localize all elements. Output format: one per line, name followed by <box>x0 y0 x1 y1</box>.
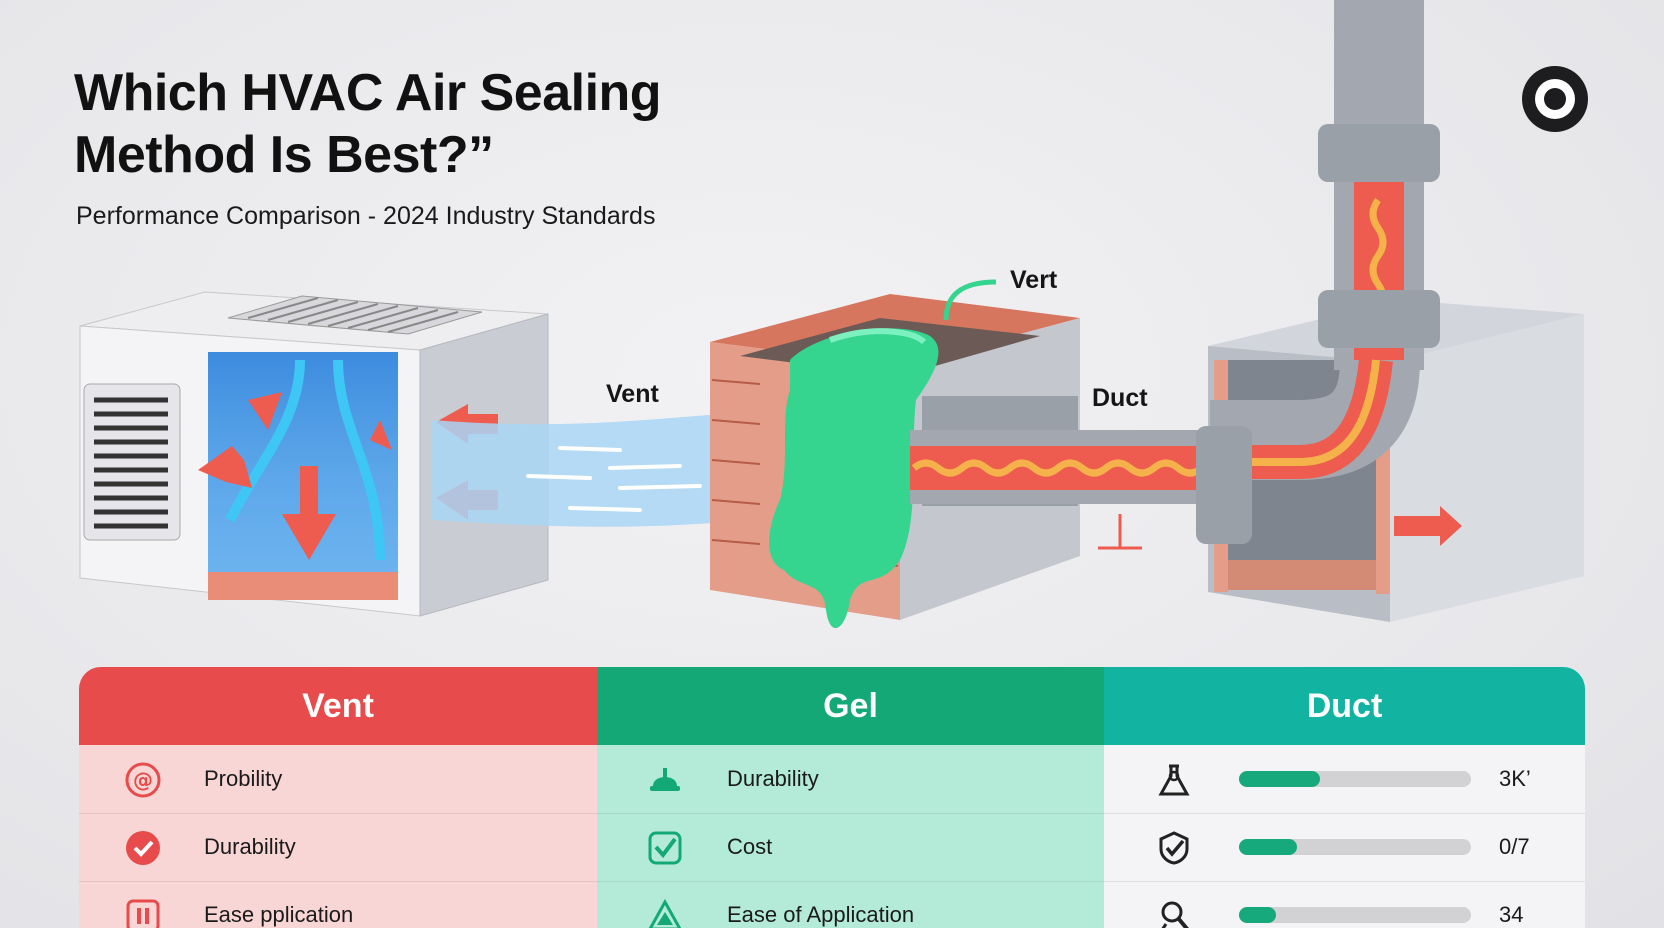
triangle-warning-icon <box>648 898 682 928</box>
vent-top-label: Vert <box>1010 266 1058 294</box>
duct-bar-fill <box>1239 907 1277 923</box>
hard-hat-icon <box>650 768 680 791</box>
hvac-illustration <box>79 0 1584 629</box>
row-label: Durability <box>204 834 296 859</box>
duct-bar-track <box>1239 771 1471 787</box>
row-value: 3K’ <box>1499 766 1531 791</box>
duct-bar-track <box>1239 907 1471 923</box>
comparison-table: Vent Gel Duct @ Probility Durability Eas… <box>79 667 1585 928</box>
header-duct: Duct <box>1104 667 1585 745</box>
row-label: Ease of Application <box>727 902 915 927</box>
vent-left-label: Vent <box>606 380 659 408</box>
table-row: 3K’ <box>1104 745 1585 814</box>
duct-bar-fill <box>1239 839 1297 855</box>
airflow-band <box>432 412 748 527</box>
check-circle-icon <box>126 831 160 865</box>
check-shield-icon <box>648 831 682 865</box>
svg-text:@: @ <box>133 768 153 792</box>
row-label: Probility <box>204 766 283 791</box>
table-row: 34 <box>1104 881 1585 928</box>
target-logo-icon <box>1522 66 1588 132</box>
table-row: Ease of Application <box>597 881 1104 928</box>
duct-bar-fill <box>1239 771 1321 787</box>
duct-elbow-box <box>1196 0 1584 622</box>
table-row: Durability <box>79 813 597 882</box>
air-handler-unit <box>79 291 549 617</box>
duct-bar-track <box>1239 839 1471 855</box>
row-label: Durability <box>727 766 819 791</box>
gel-column: Durability Cost Ease of Application <box>597 745 1104 928</box>
vent-column: @ Probility Durability Ease pplication <box>79 745 597 928</box>
at-sign-icon: @ <box>125 762 161 798</box>
duct-column: 3K’ 0/7 34 <box>1104 745 1585 928</box>
page-subtitle: Performance Comparison - 2024 Industry S… <box>76 202 656 230</box>
title-line-2: Method Is Best?” <box>74 126 494 184</box>
table-row: Cost <box>597 813 1104 882</box>
header-gel: Gel <box>597 667 1104 745</box>
row-label: Cost <box>727 834 773 859</box>
flask-icon <box>1158 764 1190 796</box>
row-value: 0/7 <box>1499 834 1530 859</box>
header-vent: Vent <box>79 667 597 745</box>
table-row: 0/7 <box>1104 813 1585 882</box>
table-row: Ease pplication <box>79 881 597 928</box>
table-row: Durability <box>597 745 1104 814</box>
table-row: @ Probility <box>79 745 597 814</box>
wrench-icon <box>1161 901 1189 928</box>
duct-label: Duct <box>1092 384 1148 412</box>
page-title: Which HVAC Air Sealing Method Is Best?” <box>74 62 662 186</box>
row-value: 34 <box>1499 902 1524 927</box>
duct-pipe <box>910 430 1210 550</box>
row-label: Ease pplication <box>204 902 354 927</box>
title-line-1: Which HVAC Air Sealing <box>74 64 662 122</box>
pause-square-icon <box>126 899 160 928</box>
check-badge-icon <box>1159 831 1189 865</box>
